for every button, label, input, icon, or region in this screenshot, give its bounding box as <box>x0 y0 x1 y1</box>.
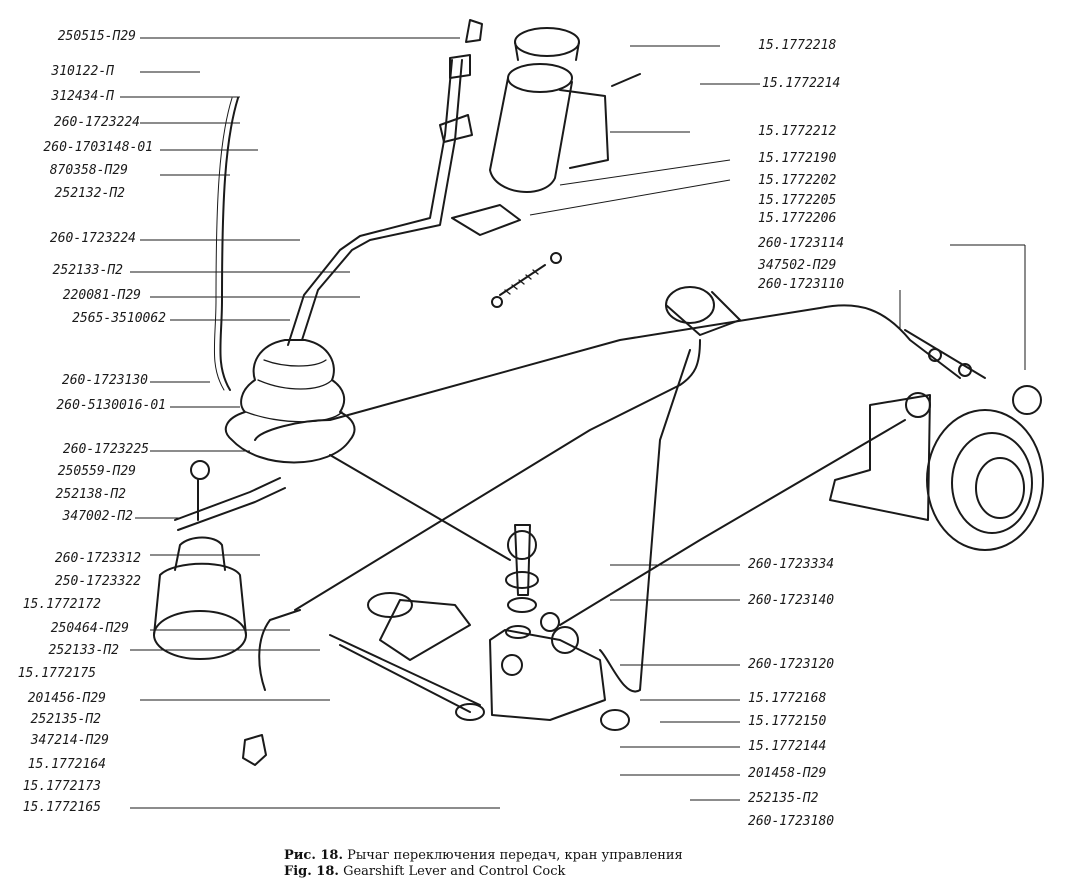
brake-chamber <box>153 536 247 660</box>
part-label: 15.1772212 <box>758 124 837 139</box>
caption-russian-prefix: Рис. 18. <box>284 848 344 863</box>
part-label: 260-1723334 <box>748 557 835 572</box>
part-label: 260-1703148-01 <box>43 140 153 155</box>
part-label: 260-1723180 <box>748 814 835 829</box>
elbow-fitting <box>242 734 267 766</box>
part-label: 347214-П29 <box>30 733 109 748</box>
part-label: 347502-П29 <box>758 258 837 273</box>
caption-english-prefix: Fig. 18. <box>284 864 339 879</box>
part-label: 15.1772202 <box>758 173 837 188</box>
part-label: 15.1772190 <box>758 151 837 166</box>
part-label: 250-1723322 <box>54 574 141 589</box>
part-label: 260-1723312 <box>54 551 141 566</box>
part-label: 312434-П <box>51 89 114 104</box>
air-tube-left <box>219 97 239 391</box>
part-label: 260-1723120 <box>748 657 835 672</box>
part-label: 870358-П29 <box>49 163 128 178</box>
air-tube-loop <box>599 349 691 693</box>
gearshift-lever <box>287 54 473 346</box>
part-label: 15.1772168 <box>748 691 827 706</box>
part-label: 15.1772165 <box>22 800 101 815</box>
cock-gasket-and-spring <box>451 204 562 308</box>
part-label: 252138-П2 <box>55 487 126 502</box>
top-control-cock <box>465 19 641 193</box>
part-label: 201458-П29 <box>748 766 827 781</box>
air-tube-diagonal <box>294 339 701 611</box>
part-label: 250515-П29 <box>57 29 136 44</box>
lever-rod <box>174 460 286 531</box>
part-label: 220081-П29 <box>62 288 141 303</box>
part-label: 260-5130016-01 <box>56 398 166 413</box>
part-label: 15.1772173 <box>22 779 101 794</box>
part-label: 250464-П29 <box>50 621 129 636</box>
part-label: 15.1772218 <box>758 38 837 53</box>
part-label: 260-1723225 <box>62 442 149 457</box>
part-label: 15.1772206 <box>758 211 837 226</box>
air-tube-long-right <box>254 304 961 441</box>
part-label: 252135-П2 <box>748 791 819 806</box>
caption-english-text: Gearshift Lever and Control Cock <box>343 864 566 879</box>
part-label: 15.1772172 <box>22 597 101 612</box>
part-label: 15.1772144 <box>748 739 827 754</box>
air-tube-bottom-left <box>258 609 301 691</box>
part-label: 15.1772164 <box>27 757 106 772</box>
air-tube-return <box>559 419 906 626</box>
small-chamber <box>665 286 741 336</box>
part-label: 15.1772150 <box>748 714 827 729</box>
part-label: 252133-П2 <box>48 643 119 658</box>
part-label: 2565-3510062 <box>72 311 166 326</box>
part-label: 15.1772205 <box>758 193 837 208</box>
caption-russian: Рис. 18. Рычаг переключения передач, кра… <box>284 848 683 864</box>
part-label: 252133-П2 <box>52 263 123 278</box>
part-label: 252132-П2 <box>54 186 125 201</box>
leader-lines <box>120 37 1026 809</box>
part-label: 15.1772175 <box>17 666 96 681</box>
part-label: 201456-П29 <box>27 691 106 706</box>
caption-russian-text: Рычаг переключения передач, кран управле… <box>347 848 683 863</box>
caption-english: Fig. 18. Gearshift Lever and Control Coc… <box>284 864 565 880</box>
control-valve-body <box>329 524 630 731</box>
part-label: 260-1723114 <box>758 236 845 251</box>
part-label: 15.1772214 <box>762 76 841 91</box>
right-valve-unit <box>829 329 1044 551</box>
air-tube-to-right-unit <box>329 454 511 561</box>
bellows <box>224 339 356 464</box>
part-label: 310122-П <box>51 64 114 79</box>
part-label: 347002-П2 <box>62 509 133 524</box>
part-label: 260-1723110 <box>758 277 845 292</box>
part-label: 260-1723224 <box>53 115 140 130</box>
part-label: 260-1723224 <box>49 231 136 246</box>
part-label: 260-1723140 <box>748 593 835 608</box>
part-label: 250559-П29 <box>57 464 136 479</box>
part-label: 252135-П2 <box>30 712 101 727</box>
part-label: 260-1723130 <box>61 373 148 388</box>
